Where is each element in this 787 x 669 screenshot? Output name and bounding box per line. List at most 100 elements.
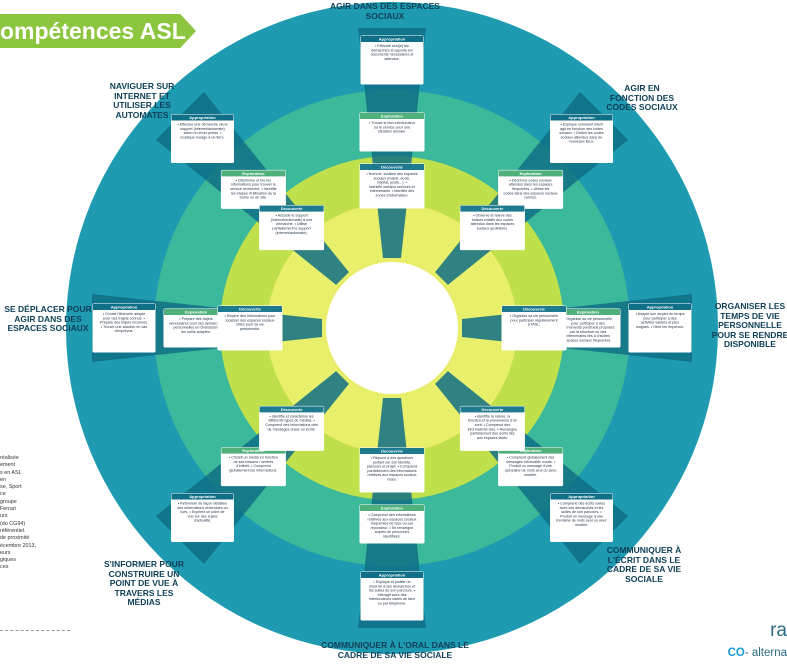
domain-label-oral: COMMUNIQUER À L'ORAL DANS LE CADRE DE SA…: [321, 640, 469, 660]
competence-text: portant sur son identité,: [373, 460, 412, 464]
side-note-line: ces: [0, 564, 9, 571]
competence-text: • Reformule de façon détaillée: [178, 502, 227, 506]
side-note-line: ce: [0, 491, 6, 498]
competence-text: Prépare des trajets inconnus.: [100, 321, 148, 325]
competence-level-title: Exploration: [242, 171, 265, 176]
competence-text: localiser des espaces sociaux: [226, 318, 275, 322]
competence-text: démarche. • Utilise: [276, 222, 307, 226]
competence-level-title: Appropriation: [189, 494, 216, 499]
competence-text: nécessaires pour ses démarches: [169, 321, 223, 325]
competence-box-header: [498, 447, 563, 454]
competence-text: aux espaces visés.: [477, 436, 508, 440]
competence-text: vue sur des sujets: [188, 514, 218, 518]
competence-level-title: Exploration: [242, 448, 265, 453]
competence-text: sociaux quotidiens.: [477, 226, 508, 230]
competence-level-title: Appropriation: [111, 305, 138, 310]
side-note-line: giques: [0, 557, 16, 564]
competence-text: informations pour trouver le: [231, 183, 276, 187]
competence-text: activités variées et plus: [641, 321, 679, 325]
competence-text: intervenants. • Identifie des: [370, 189, 414, 193]
competence-text: • Trouve le bon interlocuteur: [369, 121, 416, 125]
domain-label-agir-espaces: AGIR DANS DES ESPACES SOCIAUX: [330, 1, 440, 21]
competence-box-header: [171, 114, 234, 121]
competence-text: • Effectue une démarche via le: [177, 122, 227, 126]
competence-text: pour participer à des: [643, 316, 677, 320]
title-banner: ompétences ASL: [0, 14, 196, 48]
competence-text: • Choisit un média en fonction: [229, 456, 278, 460]
side-note-line: ement: [0, 462, 15, 469]
competence-level-title: Découverte: [482, 206, 505, 211]
competence-text: les étapes d'utilisation de la: [231, 191, 277, 195]
divider: [0, 630, 70, 631]
competence-text: Identifie certains services et: [369, 185, 415, 189]
competence-text: • Repère des informations pour: [225, 314, 277, 318]
competence-text: interlocuteurs variés de face: [369, 597, 415, 601]
side-note-line: se, Sport: [0, 484, 22, 491]
competence-level-title: Découverte: [482, 407, 505, 412]
competence-text: quinzaine de mots seul ou avec: [505, 468, 557, 472]
competence-text: (internet/automate) à une: [271, 218, 312, 222]
competence-text: sociaux attendus dans de: [561, 135, 603, 139]
competence-level-title: Appropriation: [379, 573, 406, 578]
competence-text: situation donnée.: [378, 130, 406, 134]
competence-text: ou le service pour une: [374, 125, 410, 129]
competence-text: informations clés. • Renseigne: [468, 427, 518, 431]
competence-box-header: [360, 448, 424, 454]
competence-box-header: [93, 304, 155, 310]
competence-text: d'imprévus.: [115, 329, 134, 333]
competence-text: Produit un message d'une: [509, 464, 552, 468]
competence-box-header: [502, 306, 566, 312]
competence-text: visés.: [387, 478, 396, 482]
side-note-line: de proximité: [0, 535, 30, 542]
competence-box-header: [556, 309, 620, 315]
competence-text: partiellement le support: [272, 226, 310, 230]
logo-text: - alterna: [744, 647, 787, 659]
competence-text: • Organise sa vie personnelle: [564, 317, 612, 321]
competence-text: les outils adaptés.: [181, 330, 211, 334]
competence-level-title: Appropriation: [568, 115, 595, 120]
competence-text: intervenants liés à d'autres: [566, 334, 610, 338]
side-note-line: eurs: [0, 549, 11, 556]
competence-text: partiellement des écrits liés: [470, 432, 515, 436]
competence-text: les suites de son parcours. •: [369, 589, 416, 593]
competence-level-title: Découverte: [523, 307, 546, 312]
competence-box-header: [259, 205, 324, 212]
competence-text: des informations entendues ou: [177, 506, 227, 510]
competence-level-title: Appropriation: [568, 494, 595, 499]
competence-text: agit en fonction des codes: [560, 127, 603, 131]
domain-label-naviguer: NAVIGUER SUR INTERNET ET UTILISER LES AU…: [109, 81, 175, 120]
competence-text: suites de son parcours. •: [561, 510, 602, 514]
competence-level-title: Exploration: [520, 171, 543, 176]
competence-text: attendus.: [384, 57, 399, 61]
competence-text: • Discrimine et trie les: [236, 178, 272, 182]
competence-text: pour des trajets connus. •: [103, 316, 145, 320]
competence-text: d'actualité.: [194, 519, 212, 523]
side-note-line: urs: [0, 513, 8, 520]
competence-level-title: Découverte: [239, 307, 262, 312]
competence-text: à l'ASL.: [528, 323, 541, 327]
competence-level-title: Appropriation: [647, 305, 674, 310]
competence-text: messages informatifs courts. •: [506, 460, 556, 464]
side-note-line: s en ASL: [0, 469, 22, 476]
competence-text: personnelles en choisissant: [173, 326, 218, 330]
competence-level-title: Exploration: [381, 114, 404, 119]
competence-text: personnelle.: [240, 327, 260, 331]
competence-text: selon un choix précis. •: [184, 131, 222, 135]
competence-text: nouveaux lieux.: [569, 140, 595, 144]
competence-text: (internet/automate).: [275, 231, 307, 235]
competence-text: fonction et la provenance d'un: [468, 419, 517, 423]
competence-text: • Répond à des questions: [371, 456, 413, 460]
competence-text: écrit. • Comprend des: [475, 423, 511, 427]
side-note-line: groupe: [0, 498, 17, 505]
logo-mark: CO: [727, 647, 745, 659]
competence-text: indices relatifs aux codes: [472, 218, 513, 222]
competence-text: • Explique comment elle/il: [560, 122, 602, 126]
competence-text: espaces sociaux fréquentés.: [565, 339, 612, 343]
competence-box-header: [460, 406, 525, 413]
side-note-line: (du CG94): [0, 520, 26, 527]
competence-level-title: Exploration: [185, 310, 208, 315]
domain-label-codes-sociaux: AGIR EN FONCTION DES CODES SOCIAUX: [606, 83, 678, 112]
competence-box-header: [360, 113, 424, 119]
competence-text: • Identifie et caractérise les: [270, 414, 314, 418]
